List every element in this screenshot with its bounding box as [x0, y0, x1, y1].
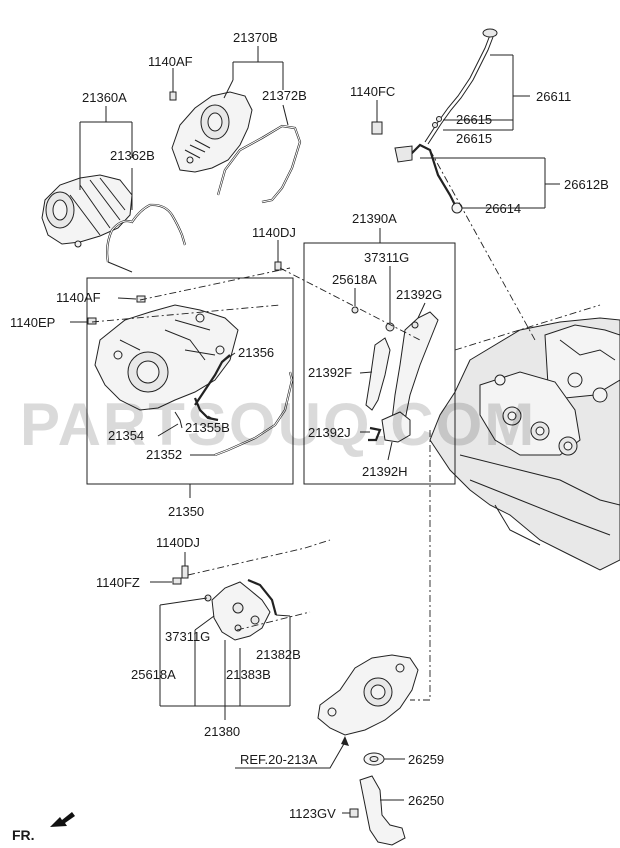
label-21362B: 21362B — [110, 148, 155, 163]
bolt-1140DJ-top — [274, 261, 282, 271]
label-26614: 26614 — [485, 201, 521, 216]
label-26250: 26250 — [408, 793, 444, 808]
bolt-1140FC — [371, 121, 383, 135]
part-21350-front-cover — [94, 304, 239, 411]
label-21380: 21380 — [204, 724, 240, 739]
label-21390A: 21390A — [352, 211, 397, 226]
label-21370B: 21370B — [233, 30, 278, 45]
label-21350: 21350 — [168, 504, 204, 519]
part-26259-gasket — [363, 752, 385, 766]
label-21392F: 21392F — [308, 365, 352, 380]
label-1140DJ-bot: 1140DJ — [156, 535, 200, 550]
engine-block — [429, 317, 620, 571]
label-1140FC: 1140FC — [350, 84, 395, 99]
part-25618A-dowel-top — [351, 306, 359, 314]
part-21370B-cover — [171, 91, 253, 173]
bolt-1140EP — [87, 317, 97, 325]
label-1140FZ: 1140FZ — [96, 575, 140, 590]
bolt-1123GV — [349, 808, 359, 818]
group-box-21390A — [303, 242, 456, 485]
label-21392J: 21392J — [308, 425, 351, 440]
part-21380-bracket — [211, 578, 278, 641]
label-21372B: 21372B — [262, 88, 307, 103]
label-37311G-bot: 37311G — [165, 629, 210, 644]
label-1140AF-top: 1140AF — [148, 54, 193, 69]
label-front: FR. — [12, 827, 35, 843]
label-21383B: 21383B — [226, 667, 271, 682]
leader-lines — [70, 46, 560, 814]
bolt-1140DJ-bot — [181, 565, 189, 579]
label-21392G: 21392G — [396, 287, 442, 302]
label-21355B: 21355B — [185, 420, 230, 435]
part-26250-strainer — [359, 775, 406, 846]
bolt-1140AF-top — [169, 80, 177, 101]
arrow-icon — [50, 812, 75, 827]
label-26611: 26611 — [536, 89, 571, 104]
part-labels: 21370B 1140AF 21360A 21372B 21362B 1140F… — [10, 30, 609, 843]
label-21352: 21352 — [146, 447, 182, 462]
label-1123GV: 1123GV — [289, 806, 336, 821]
label-21392H: 21392H — [362, 464, 408, 479]
part-21392H-tensioner — [381, 411, 411, 443]
label-21354: 21354 — [108, 428, 144, 443]
part-21360A-cover — [41, 174, 133, 248]
label-1140AF-mid: 1140AF — [56, 290, 101, 305]
label-21382B: 21382B — [256, 647, 301, 662]
label-37311G-top: 37311G — [364, 250, 409, 265]
label-21356: 21356 — [238, 345, 274, 360]
part-21392F-guide — [365, 337, 391, 411]
part-21392G-guide — [391, 311, 439, 431]
label-26615-b: 26615 — [456, 131, 492, 146]
label-26615-a: 26615 — [456, 112, 492, 127]
alignment-lines — [91, 149, 601, 701]
label-26259: 26259 — [408, 752, 444, 767]
label-26612B: 26612B — [564, 177, 609, 192]
label-25618A-bot: 25618A — [131, 667, 176, 682]
part-26615-oring-a — [436, 116, 442, 122]
oil-pump — [317, 654, 419, 736]
label-ref-20-213A: REF.20-213A — [240, 752, 318, 767]
label-21360A: 21360A — [82, 90, 127, 105]
bolt-1140FZ — [172, 577, 182, 585]
part-21392J-clip — [368, 426, 382, 442]
label-1140DJ-top: 1140DJ — [252, 225, 296, 240]
part-26615-oring-b — [432, 122, 438, 128]
label-1140EP: 1140EP — [10, 315, 55, 330]
label-25618A-top: 25618A — [332, 272, 377, 287]
part-26612B-tube — [394, 143, 456, 206]
part-21354-pin — [174, 411, 183, 429]
watermark: PARTSOUQ.COM — [20, 391, 536, 458]
